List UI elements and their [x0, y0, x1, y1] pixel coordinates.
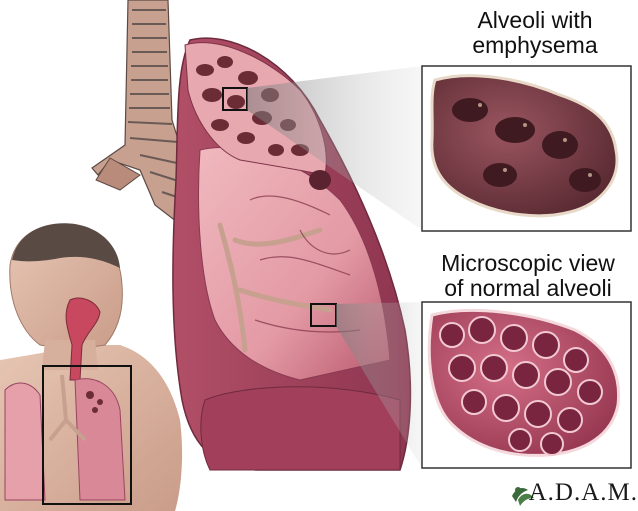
- normal-inset: [421, 301, 632, 469]
- leaf-logo-icon: [512, 487, 534, 506]
- normal-alveoli-label: Microscopic view of normal alveoli: [418, 251, 638, 301]
- emphysema-label-line1: Alveoli with: [477, 7, 593, 33]
- brand-logo: A.D.A.M.: [508, 478, 638, 508]
- emphysema-label: Alveoli with emphysema: [432, 8, 638, 58]
- normal-funnel: [336, 302, 422, 468]
- emphysema-inset: [421, 65, 632, 232]
- torso-callout-box: [42, 365, 132, 505]
- normal-label-line1: Microscopic view: [441, 250, 615, 276]
- person-figure: [0, 223, 183, 511]
- normal-label-line2: of normal alveoli: [444, 275, 612, 301]
- emphysema-label-line2: emphysema: [472, 32, 598, 58]
- brand-name: A.D.A.M.: [528, 479, 638, 506]
- bronchi: [217, 222, 333, 353]
- emphysema-funnel: [247, 66, 422, 230]
